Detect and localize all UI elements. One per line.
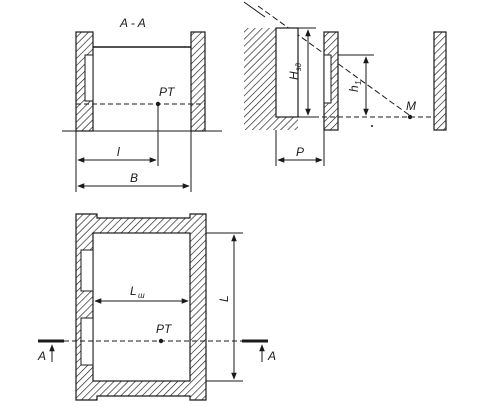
dim-h-sub-label: зд — [294, 62, 303, 72]
dim-h1-label: h — [347, 85, 361, 92]
pt-label-top: PT — [159, 85, 176, 99]
point-m — [407, 114, 413, 120]
far-wall — [433, 31, 447, 131]
plan-view: L ш PT A A L — [37, 213, 276, 401]
dim-h1-label-group: h 1 — [347, 81, 363, 92]
opposing-building — [244, 28, 298, 130]
pt-label-plan: PT — [156, 322, 173, 336]
section-a-a-view: A - A PT l B — [62, 16, 222, 192]
dim-h-label-group: H зд — [287, 62, 303, 80]
dim-lw-label: L — [130, 284, 137, 298]
section-label: A - A — [119, 16, 146, 30]
dim-p-label: P — [296, 145, 304, 159]
point-m-label: M — [406, 99, 416, 113]
building-window-opening — [323, 54, 332, 104]
dim-l-big-label: L — [217, 295, 231, 302]
dim-l-big-label-group: L — [217, 295, 231, 302]
obstruction-view: M P H зд h 1 — [243, 1, 447, 166]
section-marker-left: A — [37, 349, 46, 363]
dim-h-label: H — [287, 71, 301, 80]
reference-point-pt-plan — [158, 338, 164, 344]
opposing-building-face — [275, 27, 299, 118]
section-marker-right: A — [267, 349, 276, 363]
stray-dot — [371, 125, 373, 127]
room-interior — [92, 232, 191, 382]
right-wall — [190, 31, 206, 132]
dim-l-label: l — [117, 145, 120, 159]
dim-b-label: B — [130, 171, 138, 185]
dim-lw-sub-label: ш — [138, 291, 145, 300]
left-window-opening — [84, 54, 94, 102]
dim-h1-sub-label: 1 — [354, 81, 363, 85]
window-1 — [80, 249, 94, 292]
sky-edge-line — [243, 1, 266, 18]
